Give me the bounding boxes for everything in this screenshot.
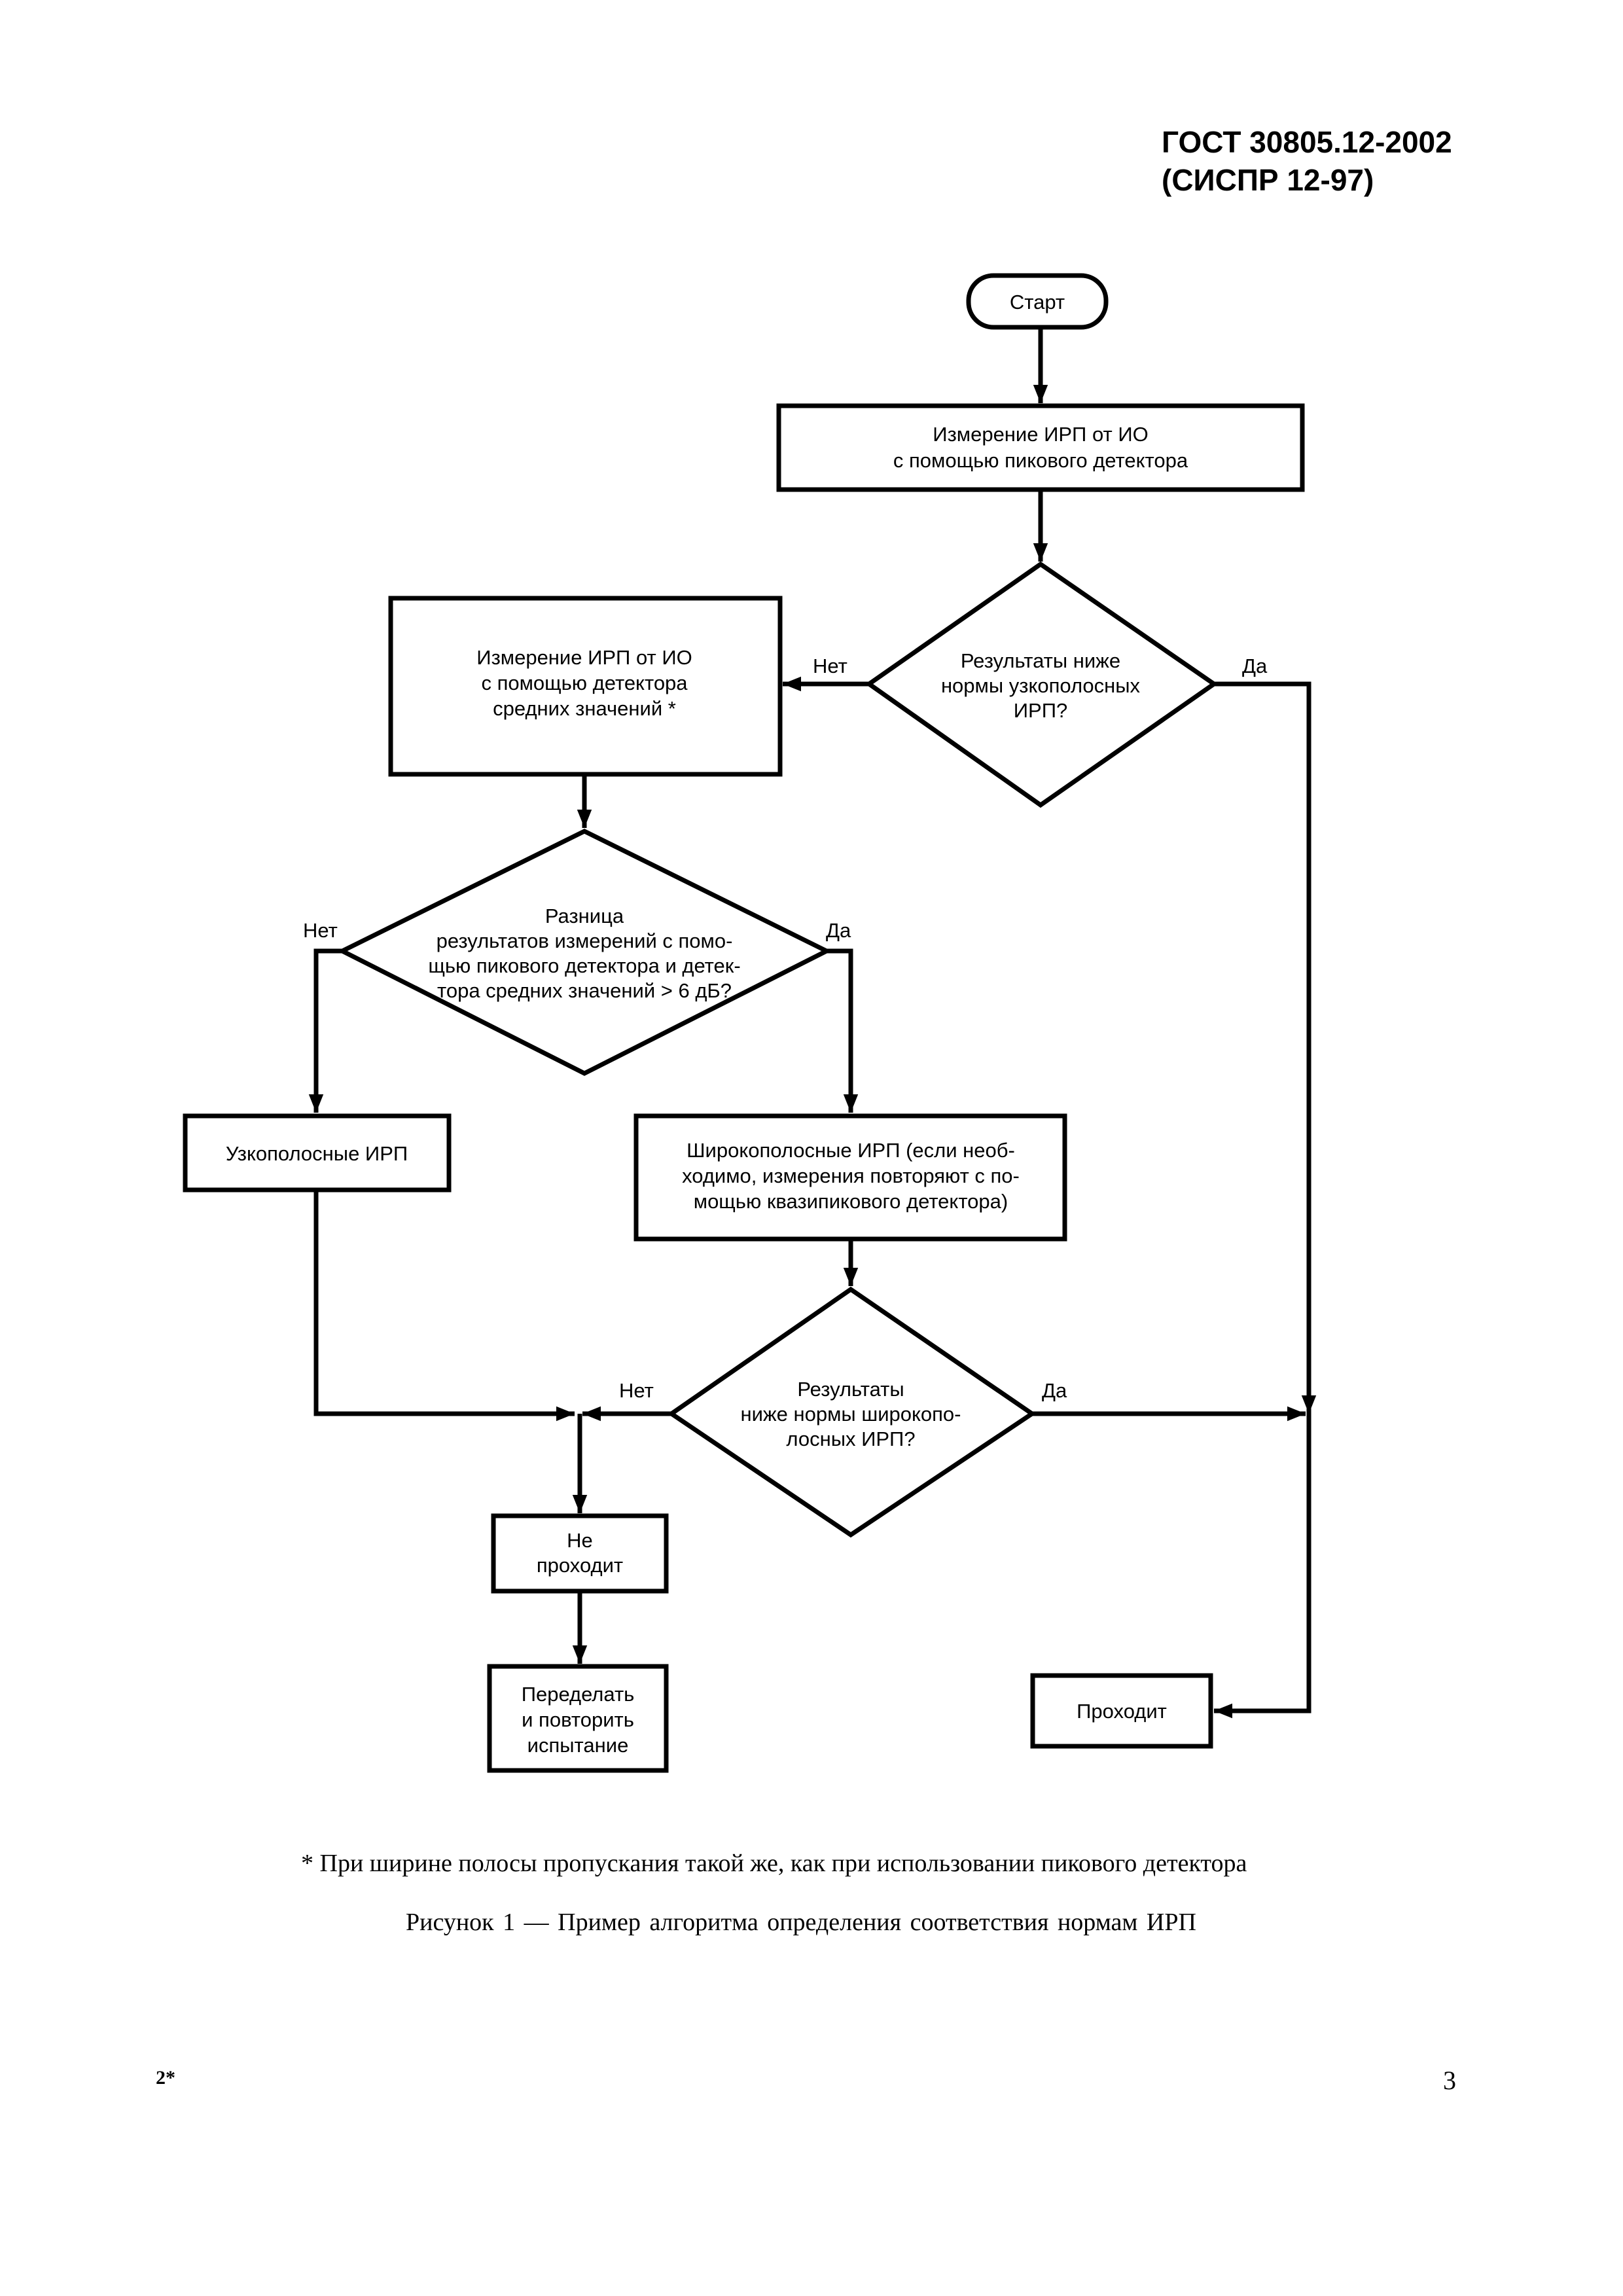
peak-measure-line-2: с помощью пикового детектора [893, 449, 1188, 472]
decision-broad-line-3: лосных ИРП? [786, 1427, 915, 1450]
broadband-line-2: ходимо, измерения повторяют с по- [682, 1164, 1020, 1187]
figure-caption: Рисунок 1 — Пример алгоритма определения… [406, 1909, 1196, 1936]
decision-broad-line-2: ниже нормы широкопо- [740, 1403, 961, 1426]
decision-narrow-line-2: нормы узкополосных [941, 674, 1141, 697]
fail-line-1: Не [567, 1529, 593, 1552]
label-yes-narrow: Да [1242, 655, 1268, 677]
line-narrowband-to-junction [313, 1190, 575, 1422]
narrowband-box [183, 1113, 452, 1193]
line-yes-to-broadband [827, 948, 859, 1113]
line-no-to-narrowband [308, 948, 342, 1113]
decision-broad-line-1: Результаты [797, 1378, 904, 1401]
peak-measure-line-1: Измерение ИРП от ИО [933, 423, 1148, 446]
average-measure-box [388, 596, 783, 777]
label-no-broad: Нет [619, 1379, 654, 1402]
fail-line-2: проходит [537, 1554, 623, 1577]
redo-line-2: и повторить [522, 1708, 634, 1731]
standard-number: ГОСТ 30805.12-2002 [1162, 125, 1452, 159]
decision-narrow-line-3: ИРП? [1014, 699, 1067, 722]
peak-measure-box [776, 403, 1305, 492]
document-header: ГОСТ 30805.12-2002 (СИСПР 12-97) [1162, 123, 1452, 199]
decision-broad-diamond [667, 1286, 1037, 1538]
fail-box [491, 1513, 669, 1594]
signature-mark: 2* [156, 2067, 175, 2089]
start-label: Старт [1010, 291, 1065, 314]
redo-line-3: испытание [527, 1734, 629, 1757]
broadband-box [633, 1113, 1067, 1242]
broadband-line-1: Широкополосные ИРП (если необ- [687, 1139, 1015, 1162]
broadband-line-3: мощью квазипикового детектора) [694, 1190, 1008, 1213]
line-right-to-pass [1214, 1414, 1311, 1719]
decision-difference-line-1: Разница [545, 905, 624, 927]
label-yes-difference: Да [826, 919, 851, 942]
average-measure-line-3: средних значений * [493, 697, 676, 720]
flow-connectors [308, 327, 1317, 1719]
standard-equivalent: (СИСПР 12-97) [1162, 163, 1374, 197]
decision-difference-diamond [337, 829, 832, 1076]
decision-narrow-line-1: Результаты ниже [961, 649, 1120, 672]
redo-line-1: Переделать [522, 1683, 635, 1706]
label-no-difference: Нет [303, 919, 338, 942]
line-yes-narrow-to-right [1214, 681, 1317, 1414]
decision-difference-line-2: результатов измерений с помо- [437, 929, 733, 952]
page-number: 3 [1443, 2066, 1456, 2095]
average-measure-line-1: Измерение ИРП от ИО [476, 646, 692, 669]
narrowband-label: Узкополосные ИРП [226, 1142, 408, 1165]
pass-label: Проходит [1077, 1700, 1167, 1723]
label-no-narrow: Нет [813, 655, 847, 677]
average-measure-line-2: с помощью детектора [481, 672, 688, 694]
decision-narrow-diamond [865, 561, 1219, 808]
decision-difference-line-3: щью пикового детектора и детек- [428, 954, 740, 977]
label-yes-broad: Да [1042, 1379, 1067, 1402]
start-terminal [966, 273, 1109, 330]
pass-box [1030, 1673, 1213, 1749]
redo-box [487, 1664, 669, 1773]
decision-difference-line-4: тора средних значений > 6 дБ? [437, 979, 732, 1002]
footnote: * При ширине полосы пропускания такой же… [301, 1850, 1247, 1877]
